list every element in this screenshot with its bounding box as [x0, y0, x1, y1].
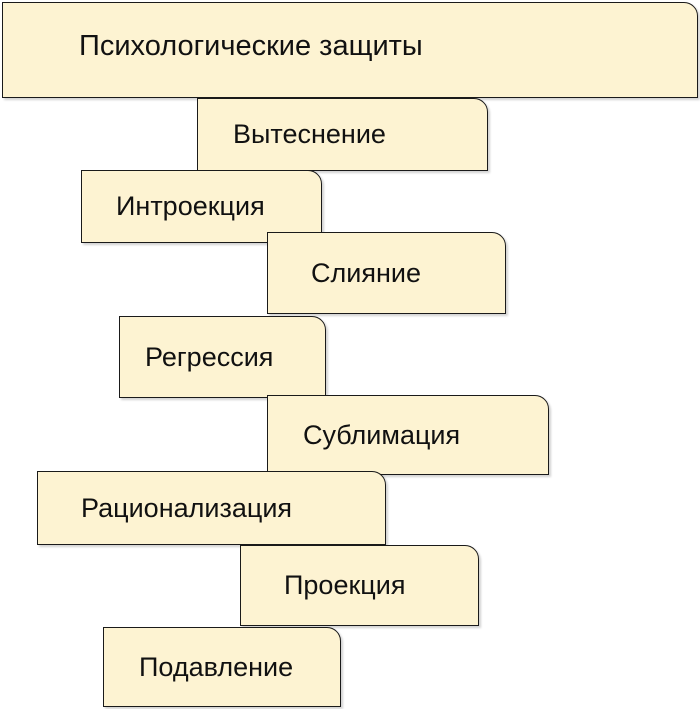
defense-item-box: Рационализация [37, 471, 386, 545]
defense-item-label: Подавление [139, 651, 294, 682]
defense-item-box: Вытеснение [197, 98, 488, 171]
defense-item-label: Интроекция [116, 191, 265, 221]
defense-item-box: Слияние [267, 232, 506, 314]
defense-item-box: Подавление [103, 627, 341, 707]
defense-item-box: Интроекция [81, 170, 322, 243]
defense-item-label: Вытеснение [233, 119, 386, 149]
defense-item-label: Проекция [284, 570, 406, 600]
defense-item-box: Регрессия [119, 316, 326, 398]
defense-item-label: Сублимация [303, 419, 461, 450]
diagram-title-box: Психологические защиты [2, 2, 698, 98]
defense-item-label: Слияние [311, 257, 421, 288]
defense-item-box: Проекция [240, 545, 479, 626]
diagram-title: Психологические защиты [79, 29, 423, 62]
defense-item-box: Сублимация [267, 395, 549, 475]
defense-item-label: Регрессия [145, 341, 274, 372]
defense-item-label: Рационализация [81, 492, 293, 523]
